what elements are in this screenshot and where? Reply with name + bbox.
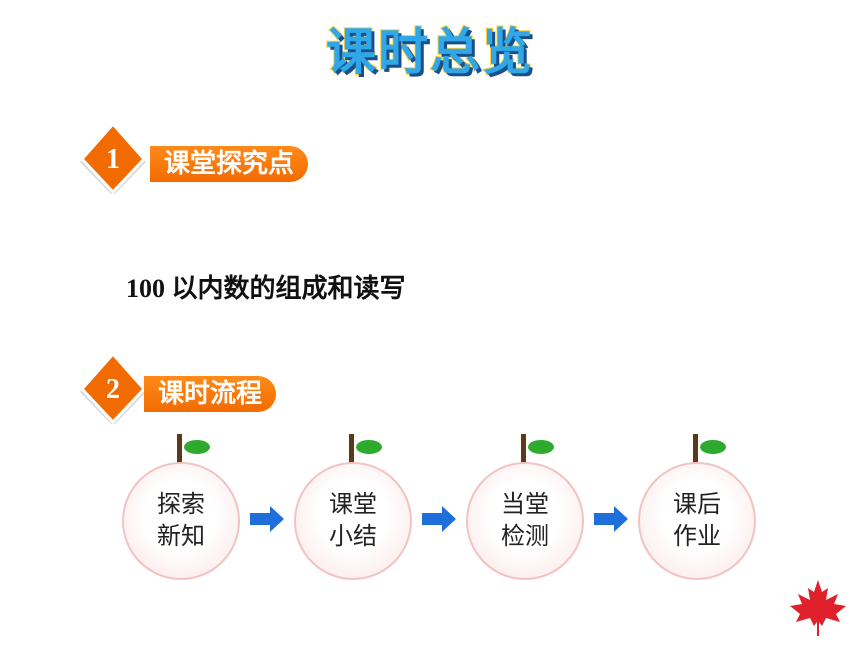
- flow-step-line2: 作业: [673, 522, 721, 550]
- flow-step-line1: 课后: [673, 490, 721, 518]
- leaf-icon: [528, 440, 554, 454]
- leaf-icon: [356, 440, 382, 454]
- stem-icon: [693, 434, 698, 464]
- arrow-right-icon: [594, 506, 628, 532]
- flow-step-line1: 当堂: [501, 490, 549, 518]
- flow-step-line1: 探索: [157, 490, 205, 518]
- arrow-right-icon: [422, 506, 456, 532]
- section-label: 课时流程: [144, 376, 277, 412]
- flow-step-3: 当堂检测: [466, 434, 584, 580]
- flow-step-1: 探索新知: [122, 434, 240, 580]
- page-title: 课时总览: [325, 22, 534, 82]
- flow-step-4: 课后作业: [638, 434, 756, 580]
- flow-step-line2: 小结: [329, 522, 377, 550]
- arrow-right-icon: [250, 506, 284, 532]
- flow-step-2: 课堂小结: [294, 434, 412, 580]
- leaf-icon: [184, 440, 210, 454]
- flow-step-line2: 检测: [501, 522, 549, 550]
- leaf-icon: [700, 440, 726, 454]
- diamond-badge-icon: [79, 354, 147, 424]
- apple-circle: [294, 462, 412, 580]
- section-number: 1: [106, 144, 120, 175]
- section-label: 课堂探究点: [150, 146, 309, 182]
- stem-icon: [177, 434, 182, 464]
- section-number: 2: [106, 374, 120, 405]
- apple-circle: [122, 462, 240, 580]
- apple-circle: [638, 462, 756, 580]
- flow-step-line2: 新知: [157, 522, 205, 550]
- section-badge-2: 2 课时流程: [78, 354, 318, 424]
- stem-icon: [521, 434, 526, 464]
- diamond-badge-icon: [79, 124, 147, 194]
- topic-text: 100 以内数的组成和读写: [126, 274, 406, 303]
- section-badge-1: 1 课堂探究点: [78, 124, 338, 194]
- maple-leaf-icon: [790, 580, 846, 636]
- apple-circle: [466, 462, 584, 580]
- stem-icon: [349, 434, 354, 464]
- flow-step-line1: 课堂: [329, 490, 377, 518]
